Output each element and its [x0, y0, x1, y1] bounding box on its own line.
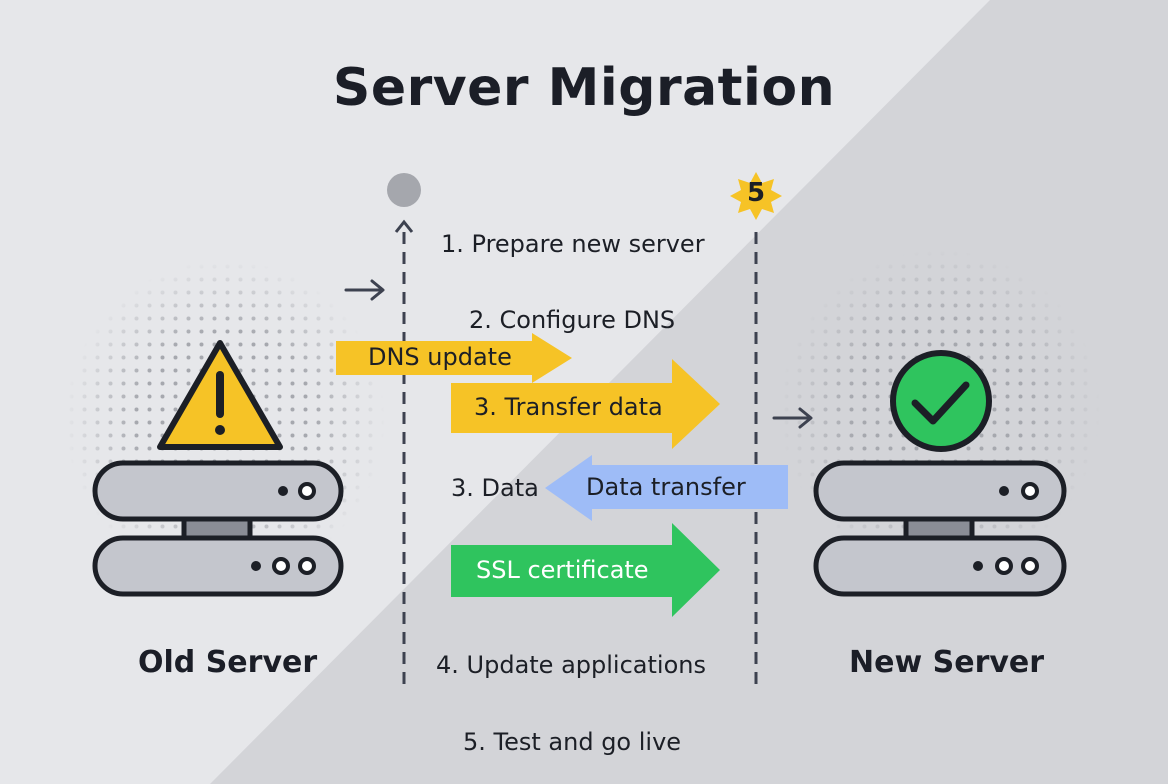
new-server-icon: [813, 460, 1067, 597]
small-arrow-right: [772, 407, 813, 429]
dns-update-arrow: [336, 333, 572, 383]
step-2-label: 2. Configure DNS: [469, 306, 676, 334]
timeline-up-arrowhead: [394, 219, 414, 233]
step-5-label: 5. Test and go live: [463, 728, 682, 756]
timeline-right: [730, 172, 782, 686]
diagram-title: Server Migration: [332, 58, 836, 118]
data-transfer-arrow: [545, 455, 788, 521]
transfer-data-arrow-label: 3. Transfer data: [474, 393, 663, 421]
transfer-data-arrow: [451, 359, 720, 449]
step-five-badge-number: 5: [746, 178, 766, 208]
warning-icon: [157, 340, 283, 450]
small-arrow-left: [344, 279, 385, 301]
check-circle-icon: [890, 350, 992, 452]
timeline-left: [387, 173, 421, 686]
ssl-certificate-arrow: [451, 523, 720, 617]
new-server-label: New Server: [849, 645, 1045, 680]
dns-update-arrow-label: DNS update: [368, 343, 512, 371]
step-five-badge: [730, 172, 782, 220]
step-3-label: 3. Data: [451, 474, 539, 502]
timeline-start-dot: [387, 173, 421, 207]
step-1-label: 1. Prepare new server: [441, 230, 705, 258]
step-4-label: 4. Update applications: [436, 651, 706, 679]
old-server-icon: [92, 460, 344, 597]
old-server-label: Old Server: [138, 645, 318, 680]
data-transfer-arrow-label: Data transfer: [586, 473, 746, 501]
ssl-certificate-arrow-label: SSL certificate: [476, 556, 649, 584]
